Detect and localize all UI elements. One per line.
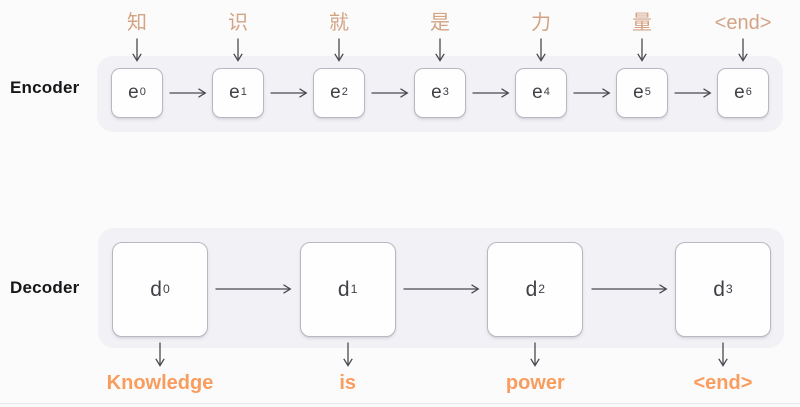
decoder-rail bbox=[98, 228, 784, 348]
arrow-down-icon bbox=[233, 38, 243, 62]
unit-base: d bbox=[713, 277, 725, 301]
encoder-label: Encoder bbox=[10, 78, 80, 97]
decoder-output-token: <end> bbox=[693, 372, 753, 394]
unit-sub: 3 bbox=[442, 86, 449, 99]
unit-sub: 1 bbox=[350, 282, 358, 297]
unit-base: e bbox=[229, 82, 240, 103]
arrow-right-icon bbox=[591, 284, 668, 294]
arrow-right-icon bbox=[371, 88, 409, 98]
arrow-right-icon bbox=[573, 88, 611, 98]
unit-base: e bbox=[532, 82, 543, 103]
arrow-right-icon bbox=[215, 284, 292, 294]
decoder-label: Decoder bbox=[10, 278, 80, 297]
decoder-output-token: power bbox=[505, 372, 565, 394]
encoder-input-token: <end> bbox=[714, 12, 772, 34]
arrow-right-icon bbox=[270, 88, 308, 98]
arrow-down-icon bbox=[132, 38, 142, 62]
encoder-input-token: 是 bbox=[430, 12, 450, 34]
unit-sub: 3 bbox=[725, 282, 733, 297]
unit-sub: 6 bbox=[745, 86, 752, 99]
arrow-right-icon bbox=[674, 88, 712, 98]
encoder-input-token: 量 bbox=[632, 12, 652, 34]
unit-base: d bbox=[337, 277, 350, 301]
arrow-down-icon bbox=[155, 342, 165, 367]
unit-base: e bbox=[734, 82, 745, 103]
arrow-right-icon bbox=[169, 88, 207, 98]
unit-sub: 2 bbox=[341, 86, 348, 99]
arrow-down-icon bbox=[536, 38, 546, 62]
unit-base: e bbox=[633, 82, 644, 103]
unit-sub: 2 bbox=[538, 282, 546, 297]
arrow-down-icon bbox=[334, 38, 344, 62]
unit-base: e bbox=[431, 82, 442, 103]
arrow-down-icon bbox=[637, 38, 647, 62]
bottom-divider bbox=[0, 403, 800, 404]
arrow-down-icon bbox=[530, 342, 541, 367]
arrow-down-icon bbox=[718, 342, 728, 367]
unit-sub: 0 bbox=[162, 282, 170, 297]
arrow-down-icon bbox=[435, 38, 445, 62]
unit-base: e bbox=[330, 82, 341, 103]
arrow-down-icon bbox=[738, 38, 748, 62]
encoder-input-token: 就 bbox=[329, 12, 349, 34]
encoder-input-token: 力 bbox=[531, 12, 551, 34]
unit-base: e bbox=[128, 82, 139, 103]
arrow-right-icon bbox=[472, 88, 510, 98]
unit-base: d bbox=[525, 277, 538, 301]
unit-base: d bbox=[150, 277, 162, 301]
decoder-output-token: Knowledge bbox=[106, 372, 214, 394]
unit-sub: 0 bbox=[139, 86, 146, 99]
unit-sub: 4 bbox=[543, 86, 550, 99]
decoder-output-token: is bbox=[339, 372, 356, 394]
unit-sub: 5 bbox=[644, 86, 651, 99]
arrow-down-icon bbox=[342, 342, 353, 367]
encoder-input-token: 识 bbox=[228, 12, 248, 34]
arrow-right-icon bbox=[403, 284, 480, 294]
encoder-input-token: 知 bbox=[127, 12, 147, 34]
unit-sub: 1 bbox=[240, 86, 247, 99]
